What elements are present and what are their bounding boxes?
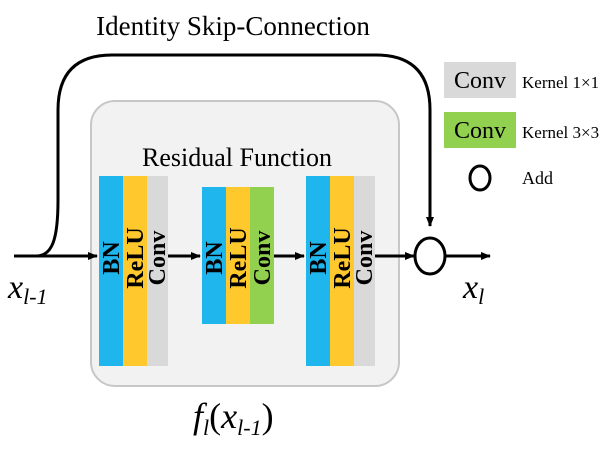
bn-label: BN [202, 241, 228, 275]
bn-layer [306, 176, 330, 366]
legend-text-add: Add [522, 168, 553, 188]
conv-layer [147, 176, 168, 366]
block-3: BN ReLU Conv [306, 176, 378, 366]
relu-label: ReLU [330, 227, 356, 288]
bn-layer [99, 176, 123, 366]
legend-text-1x1: Kernel 1×1 [522, 73, 599, 92]
conv-label: Conv [145, 231, 171, 286]
legend-swatch-3x3 [444, 112, 516, 148]
input-label: xl-1 [7, 269, 48, 309]
bn-layer [202, 187, 226, 324]
relu-layer [330, 176, 354, 366]
add-node-icon [413, 236, 447, 276]
relu-layer [123, 176, 147, 366]
skip-connection-arrow [35, 53, 434, 258]
block-2: BN ReLU Conv [202, 187, 276, 324]
legend-symbol-1x1: Conv [454, 68, 506, 94]
function-label: fl(xl-1) [193, 396, 274, 440]
conv-label: Conv [352, 231, 378, 286]
output-label: xl [462, 269, 484, 309]
legend-text-3x3: Kernel 3×3 [522, 123, 599, 142]
legend-symbol-3x3: Conv [454, 118, 506, 144]
relu-label: ReLU [123, 227, 149, 288]
skip-connection-title: Identity Skip-Connection [96, 11, 370, 41]
relu-layer [226, 187, 250, 324]
residual-function-label: Residual Function [142, 143, 332, 172]
conv-layer [250, 187, 274, 324]
bn-label: BN [99, 241, 125, 275]
bn-label: BN [306, 241, 332, 275]
conv-label: Conv [250, 231, 276, 286]
conv-layer [354, 176, 375, 366]
legend-swatch-1x1 [444, 62, 516, 98]
relu-label: ReLU [226, 227, 252, 288]
legend-add-icon [468, 164, 492, 192]
legend: Conv Kernel 1×1 Conv Kernel 3×3 Add [444, 62, 599, 192]
block-1: BN ReLU Conv [99, 176, 171, 366]
